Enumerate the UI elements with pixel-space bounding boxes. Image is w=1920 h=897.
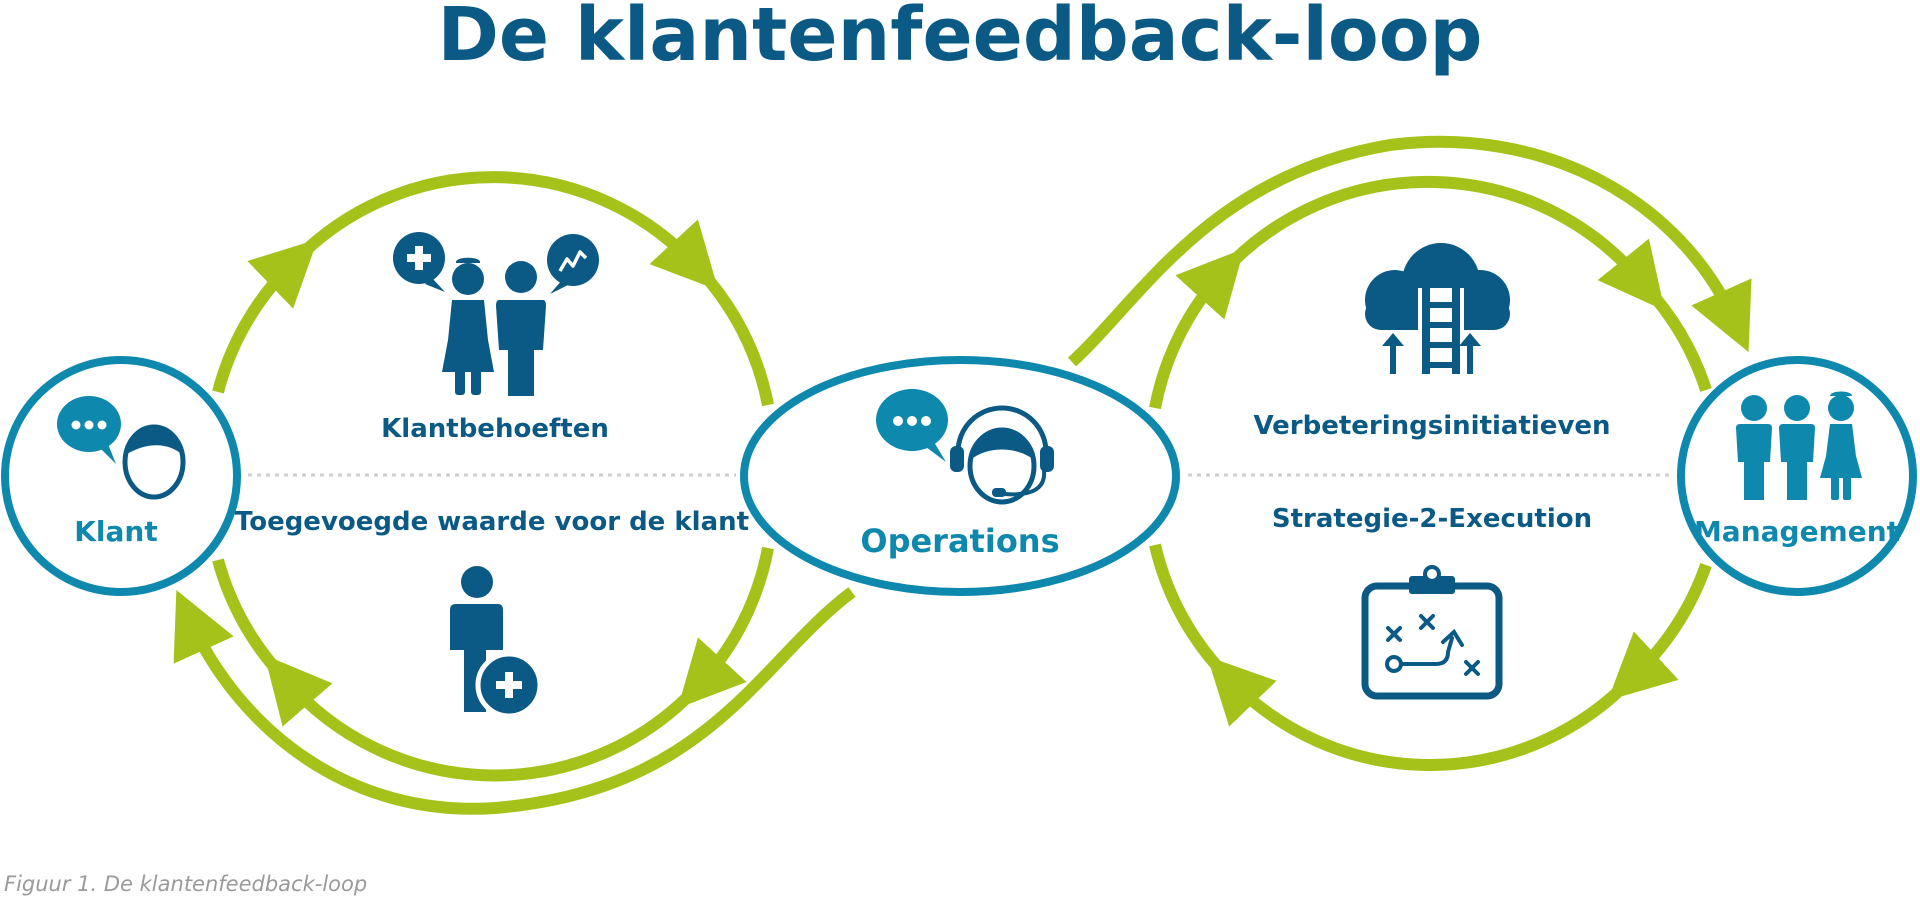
- arrow-left-top-3: [691, 261, 774, 407]
- arrow-right-top-1: [1149, 248, 1245, 410]
- call-center-agent-icon: [876, 389, 1054, 505]
- node-klant: [1, 356, 241, 596]
- label-verbeteringsinitiatieven: Verbeteringsinitiatieven: [1253, 411, 1610, 441]
- arrow-outer-left: [173, 587, 856, 815]
- arrow-left-bottom-2: [264, 655, 705, 782]
- arrow-right-bottom-2: [1207, 656, 1637, 771]
- label-management: Management: [1694, 515, 1900, 548]
- strategy-board-icon: [1361, 565, 1503, 700]
- label-klant: Klant: [74, 515, 158, 548]
- arrow-left-top-2: [289, 171, 719, 291]
- label-strategie: Strategie-2-Execution: [1272, 504, 1592, 534]
- loop-arrows: [173, 135, 1752, 815]
- page-title: De klantenfeedback-loop: [437, 0, 1482, 78]
- arrow-right-top-3: [1639, 280, 1712, 392]
- customer-chat-icon: [57, 396, 186, 500]
- management-people-icon: [1736, 391, 1862, 500]
- figure-caption: Figuur 1. De klantenfeedback-loop: [4, 872, 367, 896]
- arrow-left-top-1: [212, 239, 318, 394]
- customer-needs-icon: [393, 232, 599, 396]
- node-operations: [740, 356, 1180, 596]
- label-operations: Operations: [860, 522, 1059, 560]
- arrow-left-bottom-1: [677, 546, 774, 709]
- arrow-right-bottom-3: [1149, 543, 1235, 685]
- label-toegevoegde-waarde: Toegevoegde waarde voor de klant: [235, 507, 749, 537]
- arrow-right-top-2: [1217, 175, 1665, 311]
- person-plus-icon: [450, 566, 543, 719]
- cloud-ladder-icon: [1365, 243, 1510, 374]
- arrow-right-bottom-1: [1607, 563, 1712, 701]
- label-klantbehoeften: Klantbehoeften: [381, 414, 609, 444]
- arrow-outer-right: [1067, 135, 1752, 367]
- arrow-left-bottom-3: [212, 558, 291, 685]
